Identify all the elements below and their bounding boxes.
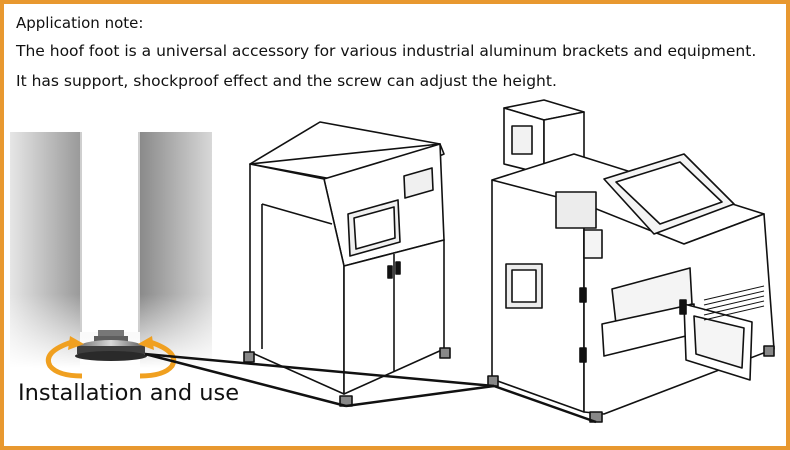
cabinet-illustration — [243, 121, 451, 407]
note-line-2: It has support, shockproof effect and th… — [16, 72, 557, 90]
note-line-1: The hoof foot is a universal accessory f… — [16, 42, 757, 60]
illustration — [10, 99, 775, 424]
indicator-lines — [144, 352, 597, 424]
hoof-foot-photo — [10, 132, 212, 368]
rotation-arrow-left-icon — [45, 339, 83, 379]
note-heading: Application note: — [16, 14, 144, 32]
rotation-arrow-right-icon — [139, 339, 177, 379]
installation-caption: Installation and use — [18, 380, 240, 406]
machine-illustration — [487, 99, 775, 423]
